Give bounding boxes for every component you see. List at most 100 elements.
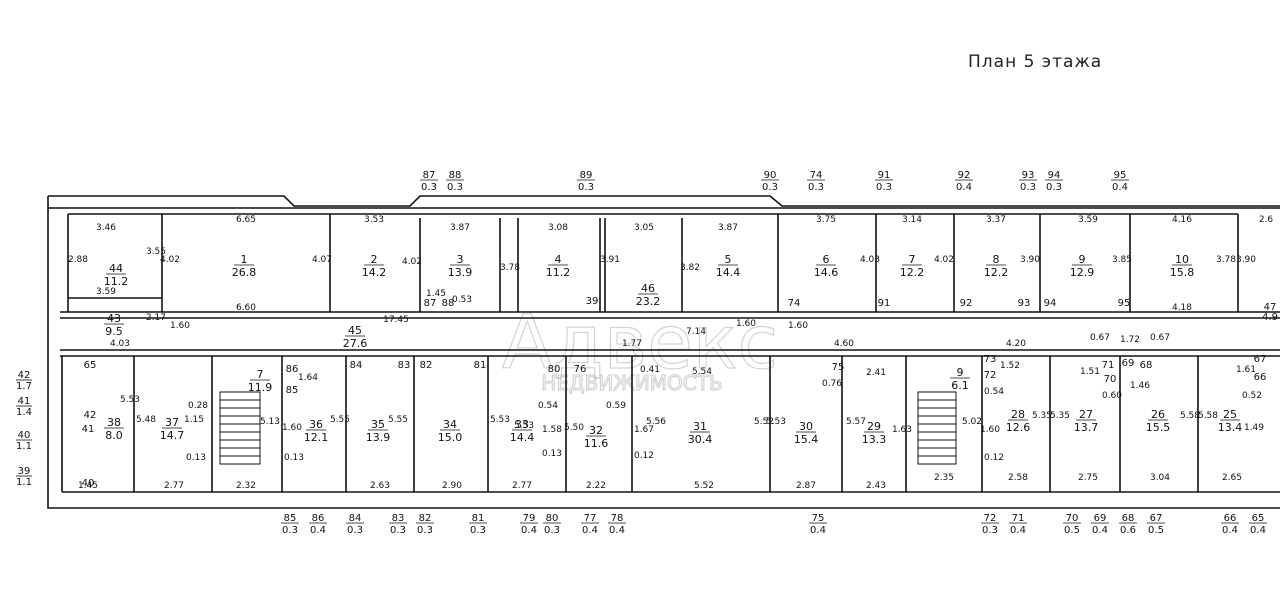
window-marker-area: 0.4 xyxy=(1092,525,1108,536)
dimension-label: 0.54 xyxy=(984,387,1004,397)
dimension-label: 2.35 xyxy=(934,473,954,483)
dimension-label: 5.55 xyxy=(388,415,408,425)
room-area: 13.9 xyxy=(448,266,473,279)
dimension-label: 7.14 xyxy=(686,327,706,337)
dimension-label: 1.60 xyxy=(736,319,756,329)
dimension-label: 2.75 xyxy=(1078,473,1098,483)
dimension-label: 2.43 xyxy=(866,481,886,491)
small-cell-number: 85 xyxy=(286,385,299,396)
small-cell-number: 95 xyxy=(1118,298,1131,309)
window-marker-area: 0.4 xyxy=(609,525,625,536)
watermark-main: Адвекс xyxy=(502,300,778,386)
dimension-label: 1.63 xyxy=(892,425,912,435)
window-area-markers: 870.3880.3890.3900.3740.3910.3920.4930.3… xyxy=(16,170,1278,536)
room-area: 12.2 xyxy=(900,266,925,279)
room-area: 13.4 xyxy=(1218,421,1243,434)
room-number: 7 xyxy=(257,368,264,381)
window-marker-area: 0.4 xyxy=(1010,525,1026,536)
small-cell-number: 41 xyxy=(82,424,95,435)
room-area: 23.2 xyxy=(636,295,661,308)
dimension-label: 0.13 xyxy=(186,453,206,463)
window-marker-area: 0.4 xyxy=(1222,525,1238,536)
window-marker-area: 0.3 xyxy=(578,182,594,193)
window-marker-area: 0.3 xyxy=(1046,182,1062,193)
room-area: 11.6 xyxy=(584,437,609,450)
room-number: 37 xyxy=(165,416,179,429)
dimension-label: 1.45 xyxy=(426,289,446,299)
window-marker-number: 79 xyxy=(523,513,536,524)
room-area: 15.4 xyxy=(794,433,819,446)
room-number: 33 xyxy=(515,418,529,431)
window-marker-number: 77 xyxy=(584,513,597,524)
dimension-label: 0.41 xyxy=(640,365,660,375)
dimension-label: 5.55 xyxy=(330,415,350,425)
small-cell-number: 76 xyxy=(574,364,587,375)
room-area: 14.4 xyxy=(716,266,741,279)
room-number: 46 xyxy=(641,282,655,295)
dimension-label: 2.63 xyxy=(370,481,390,491)
room-area: 13.9 xyxy=(366,431,391,444)
dimension-label: 1.61 xyxy=(1236,365,1256,375)
room-number: 5 xyxy=(725,253,732,266)
staircase-right xyxy=(917,391,957,465)
dimension-label: 5.58 xyxy=(1198,411,1218,421)
small-cell-number: 70 xyxy=(1104,374,1117,385)
window-marker-number: 90 xyxy=(764,170,777,181)
room-number: 38 xyxy=(107,416,121,429)
room-labels: 126.8214.2313.9411.2514.4614.6712.2812.2… xyxy=(104,253,1243,450)
top-room-partitions xyxy=(67,213,1239,312)
window-marker-area: 0.4 xyxy=(310,525,326,536)
dimension-label: 2.90 xyxy=(442,481,462,491)
small-cell-number: 80 xyxy=(548,364,561,375)
dimension-label: 5.53 xyxy=(120,395,140,405)
room-area: 12.2 xyxy=(984,266,1009,279)
bottom-room-partitions xyxy=(61,356,1280,493)
dimension-label: 3.05 xyxy=(634,223,654,233)
window-marker-number: 75 xyxy=(812,513,825,524)
room-number: 2 xyxy=(371,253,378,266)
dimension-label: 0.54 xyxy=(538,401,558,411)
dimension-label: 3.37 xyxy=(986,215,1006,225)
small-cell-number: 81 xyxy=(474,360,487,371)
dimension-label: 5.48 xyxy=(136,415,156,425)
dimension-label: 5.35 xyxy=(1032,411,1052,421)
room-area: 30.4 xyxy=(688,433,713,446)
small-cell-number: 92 xyxy=(960,298,973,309)
dimension-label: 0.12 xyxy=(634,451,654,461)
room-number: 9 xyxy=(957,366,964,379)
dimension-label: 1.45 xyxy=(78,481,98,491)
room-number: 26 xyxy=(1151,408,1165,421)
dimension-label: 1.46 xyxy=(1130,381,1150,391)
dimension-label: 5.53 xyxy=(514,421,534,431)
small-cell-number: 69 xyxy=(1122,358,1135,369)
dimension-label: 2.87 xyxy=(796,481,816,491)
small-cell-number: 87 xyxy=(424,298,437,309)
room-number: 3 xyxy=(457,253,464,266)
window-marker-number: 89 xyxy=(580,170,593,181)
small-cell-number: 66 xyxy=(1254,372,1267,383)
room-area: 6.1 xyxy=(951,379,969,392)
side-marker-area: 1.1 xyxy=(16,477,32,488)
window-marker-number: 71 xyxy=(1012,513,1025,524)
window-marker-area: 0.5 xyxy=(1064,525,1080,536)
dimension-label: 3.59 xyxy=(96,287,116,297)
room-area: 13.3 xyxy=(862,433,887,446)
room-number: 28 xyxy=(1011,408,1025,421)
window-marker-area: 0.4 xyxy=(582,525,598,536)
window-marker-area: 0.3 xyxy=(876,182,892,193)
dimension-label: 5.02 xyxy=(962,417,982,427)
dimension-label: 3.91 xyxy=(600,255,620,265)
small-cell-number: 94 xyxy=(1044,298,1057,309)
window-marker-number: 68 xyxy=(1122,513,1135,524)
dimension-label: 3.08 xyxy=(548,223,568,233)
window-marker-area: 0.3 xyxy=(390,525,406,536)
window-marker-number: 69 xyxy=(1094,513,1107,524)
room-area: 14.7 xyxy=(160,429,185,442)
window-marker-area: 0.3 xyxy=(808,182,824,193)
window-marker-number: 95 xyxy=(1114,170,1127,181)
window-marker-area: 0.3 xyxy=(1020,182,1036,193)
dimension-label: 0.67 xyxy=(1090,333,1110,343)
dimension-label: 1.67 xyxy=(634,425,654,435)
room-area: 15.5 xyxy=(1146,421,1171,434)
